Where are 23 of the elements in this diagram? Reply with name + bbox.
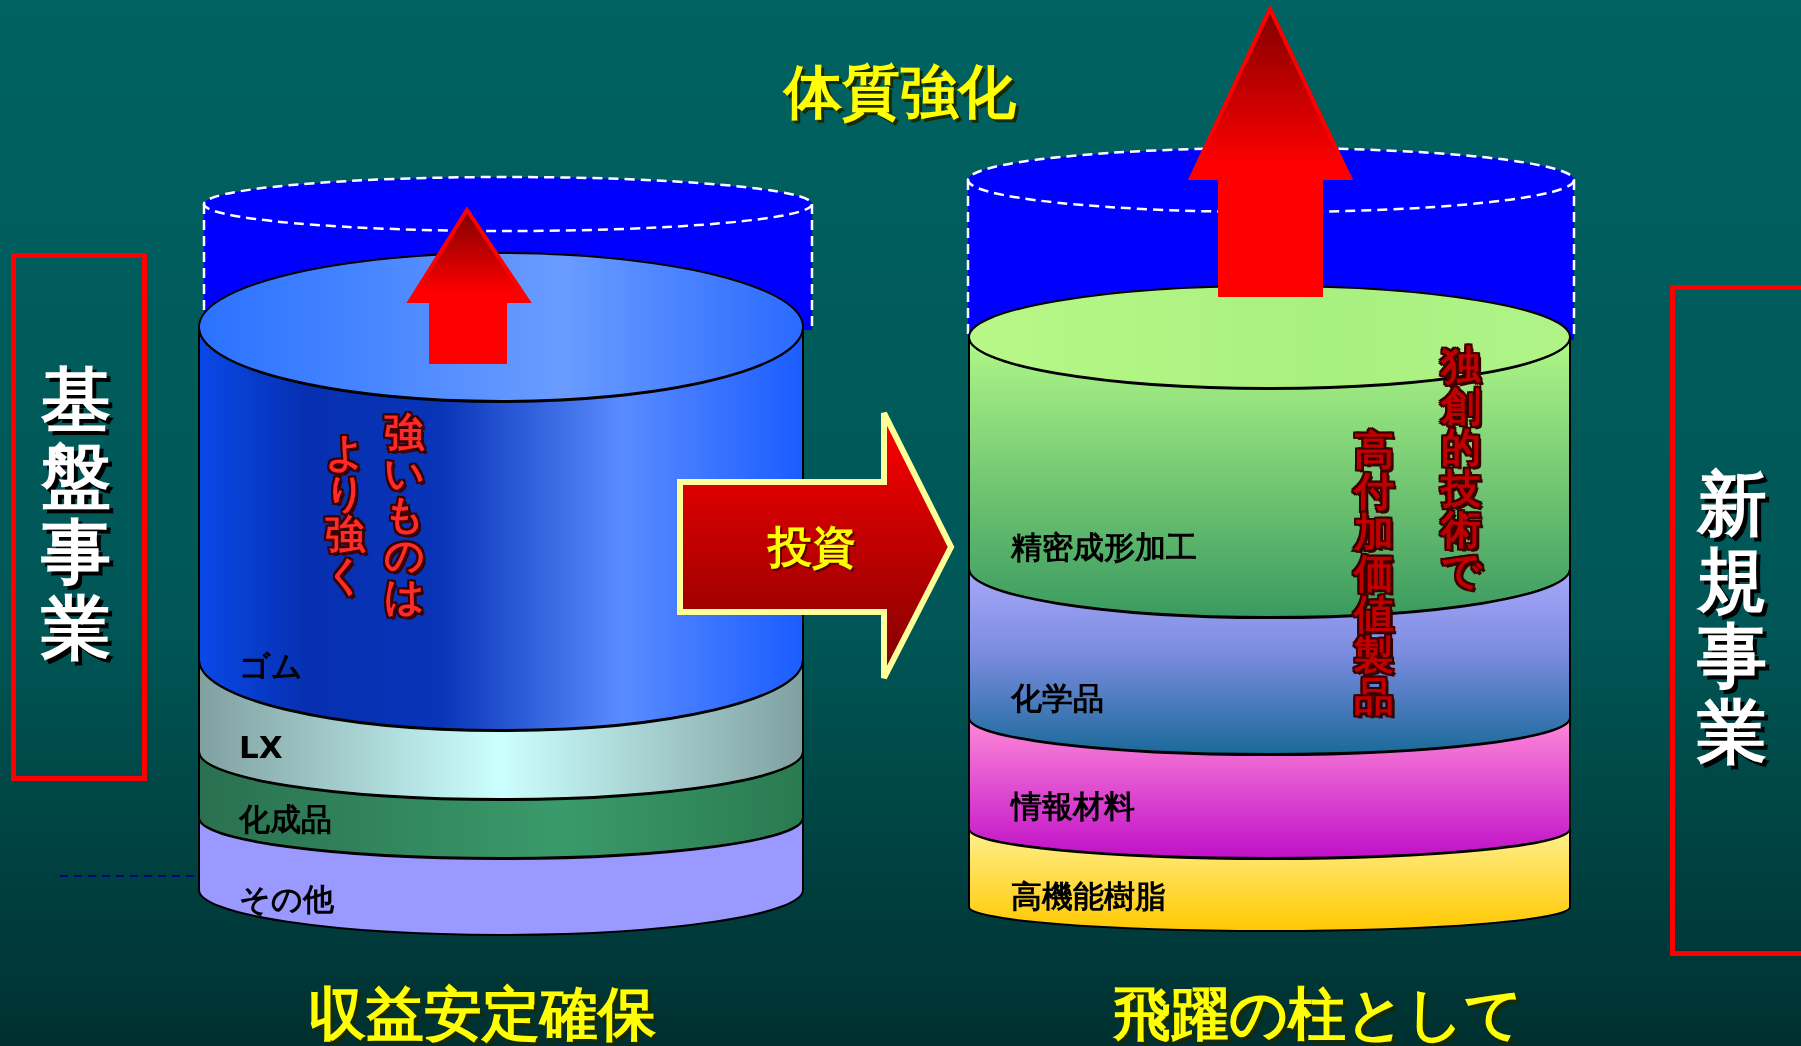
layer-label: LX [239,729,283,765]
cylinder-layer [968,829,1571,932]
layer-label: 化学品 [1011,680,1104,716]
vertical-label: 独創的技術で [1439,345,1484,591]
text-box [1670,285,1801,956]
box-label: 基盤事業 [40,362,112,666]
vertical-label: より強く [323,432,367,596]
block-arrow [677,410,955,681]
cylinder-layer [968,718,1571,859]
caption: 飛躍の柱として [1112,980,1524,1046]
vertical-label: 高付加価値製品 [1352,430,1395,717]
layer-label: 情報材料 [1011,788,1135,824]
title: 体質強化 [781,58,1017,126]
layer-label: 精密成形加工 [1011,529,1197,565]
vertical-label: 強いものは [382,412,426,617]
text-box [11,253,147,781]
layer-label: 高機能樹脂 [1011,878,1166,914]
layer-label: ゴム [239,648,303,684]
layer-label: 化成品 [239,801,332,837]
edge-label: 投資 [766,521,857,573]
caption: 収益安定確保 [307,980,657,1046]
box-label: 新規事業 [1695,466,1768,770]
layer-label: その他 [239,881,334,917]
